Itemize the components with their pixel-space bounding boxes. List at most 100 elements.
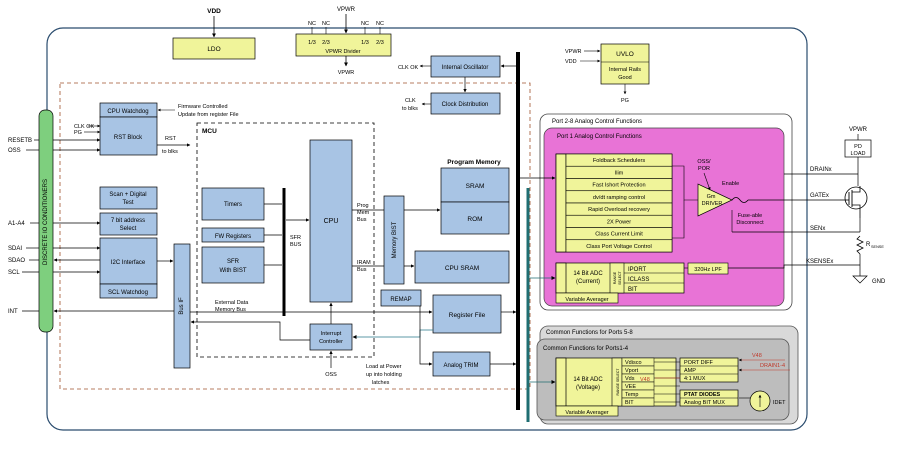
clock-distribution-block — [430, 92, 501, 115]
timers-block — [201, 187, 265, 221]
regfile-to-interrupt — [352, 329, 433, 339]
common-1-4-title: Common Functions for Ports1-4 — [543, 346, 629, 352]
port-diff-label: PORT DIFF — [684, 360, 713, 366]
firmware-note-2: Update from register File — [178, 112, 239, 118]
nc-label-1: NC — [308, 21, 316, 27]
bus-if-label: Bus IF — [179, 297, 185, 315]
nc-label-4: NC — [376, 21, 384, 27]
control-functions-left-strip — [555, 153, 567, 253]
ports-2-8-title: Port 2-8 Analog Control Functions — [552, 119, 642, 125]
current-adc-label-1: 14 Bit ADC — [573, 271, 603, 277]
voltage-mux-label: VEE — [625, 384, 636, 390]
rst-to-blks-2: to blks — [162, 149, 178, 155]
v48-label-2: V48 — [640, 377, 650, 383]
ext-mem-bus-1: External Data — [215, 300, 249, 306]
analog-trim-block — [432, 351, 491, 377]
pin-int: INT — [8, 309, 18, 315]
scan-test-label-1: Scan + Digital — [109, 192, 146, 198]
voltage-mux-label: BIT — [625, 400, 634, 406]
program-memory-label: Program Memory — [447, 159, 501, 166]
analog-trim-label: Analog TRIM — [444, 363, 479, 369]
control-function-label: Ilim — [615, 170, 624, 176]
voltage-variable-averager-label: Variable Averager — [565, 410, 608, 416]
sfr-bist-label-1: SFR — [227, 259, 240, 265]
gm-driver-label-2: DRIVER — [702, 201, 723, 207]
vdd-top-label: VDD — [207, 8, 221, 15]
fw-registers-label: FW Registers — [215, 234, 251, 240]
prog-mem-bus-1: Prog — [357, 203, 369, 209]
sen-pin: SENx — [810, 226, 825, 232]
ksense-line — [728, 264, 860, 269]
analog-bit-mux-label: Analog BIT MUX — [684, 400, 725, 406]
lpf-label: 320Hz LPF — [694, 267, 722, 273]
vpwr-top-label: VPWR — [337, 7, 356, 13]
drain-pin: DRAINx — [810, 167, 832, 173]
interrupt-controller-block — [309, 323, 353, 351]
i2c-interface-label: I2C Interface — [111, 260, 146, 266]
pin-a1-a4: A1-A4 — [8, 221, 25, 227]
rom-label: ROM — [467, 216, 482, 223]
current-variable-averager-label: Variable Averager — [565, 297, 608, 303]
voltage-adc-label-2: (Voltage) — [576, 385, 600, 391]
uvlo-vpwr: VPWR — [565, 49, 582, 55]
clk-ok-left: CLK OK — [74, 124, 95, 130]
i2c-interface-block — [99, 237, 158, 285]
load-note-2: up into holding — [366, 372, 402, 378]
address-select-block — [99, 212, 158, 236]
port-diff-amp-block — [679, 357, 739, 383]
vpwr-divider-label: VPWR Divider — [325, 49, 360, 55]
prog-mem-bus-2: Mem — [357, 210, 370, 216]
sfr-bus-label-1: SFR — [290, 235, 301, 241]
gm-driver-label-1: Gm — [707, 194, 716, 200]
iport-label: IPORT — [628, 267, 647, 273]
remap-block — [380, 289, 422, 307]
voltage-mux-label: Vds — [625, 376, 635, 382]
scl-watchdog-block — [99, 283, 158, 299]
oss-por-2: POR — [698, 166, 710, 172]
mcu-region — [196, 122, 375, 358]
trim-feed-line — [419, 306, 433, 366]
interrupt-to-busif — [190, 320, 310, 341]
firmware-note-1: Firmware Controlled — [178, 104, 228, 110]
iram-bus-1: IRAM — [357, 260, 371, 266]
io-conditioner-label: DISCRETE IO CONDITIONERS — [43, 179, 49, 265]
ksense-pin: KSENSEx — [806, 259, 833, 265]
fuse-label-2: Disconnect — [736, 220, 764, 226]
uvlo-vdd: VDD — [565, 59, 577, 65]
oss-por-1: OSS/ — [697, 159, 711, 165]
current-variable-averager — [555, 292, 619, 304]
load-note-1: Load at Power — [366, 364, 402, 370]
ldo-block — [172, 37, 256, 60]
clk-to-blks-2: to blks — [402, 106, 418, 112]
control-function-label: Class Current Limit — [595, 232, 643, 238]
mosfet-source — [852, 204, 861, 218]
sfr-bist-label-2: With BIST — [219, 268, 246, 274]
rom-block — [440, 201, 510, 235]
ext-mem-bus-2: Memory Bus — [215, 307, 246, 313]
gnd-symbol — [852, 275, 868, 284]
pin-scl: SCL — [8, 270, 20, 276]
interrupt-label-2: Controller — [319, 339, 343, 345]
rst-to-blks-1: RST — [165, 136, 177, 142]
iclass-label: ICLASS — [628, 277, 649, 283]
memory-bist-block — [383, 195, 405, 285]
idet-label: IDET — [773, 400, 786, 406]
rsense-label: R — [866, 242, 871, 248]
current-adc-label-2: (Current) — [576, 279, 600, 285]
range-select-1: RANGE — [613, 271, 617, 284]
control-function-label: 2X Power — [607, 219, 631, 225]
pin-resetb: RESETB — [8, 138, 32, 144]
clock-distribution-label: Clock Distribution — [442, 102, 489, 108]
sram-label: SRAM — [466, 183, 485, 190]
tap-1-3-b: 1/3 — [361, 40, 369, 46]
sfr-bist-block — [201, 246, 265, 284]
mcu-label: MCU — [202, 128, 217, 135]
tap-1-3: 1/3 — [308, 40, 316, 46]
pin-sdai: SDAI — [8, 246, 22, 252]
voltage-adc-label-1: 14 Bit ADC — [573, 377, 603, 383]
scl-watchdog-label: SCL Watchdog — [108, 290, 148, 296]
lpf-block — [687, 262, 729, 275]
address-select-label-1: 7 bit address — [111, 218, 145, 224]
rst-block-label: RST Block — [114, 135, 143, 141]
